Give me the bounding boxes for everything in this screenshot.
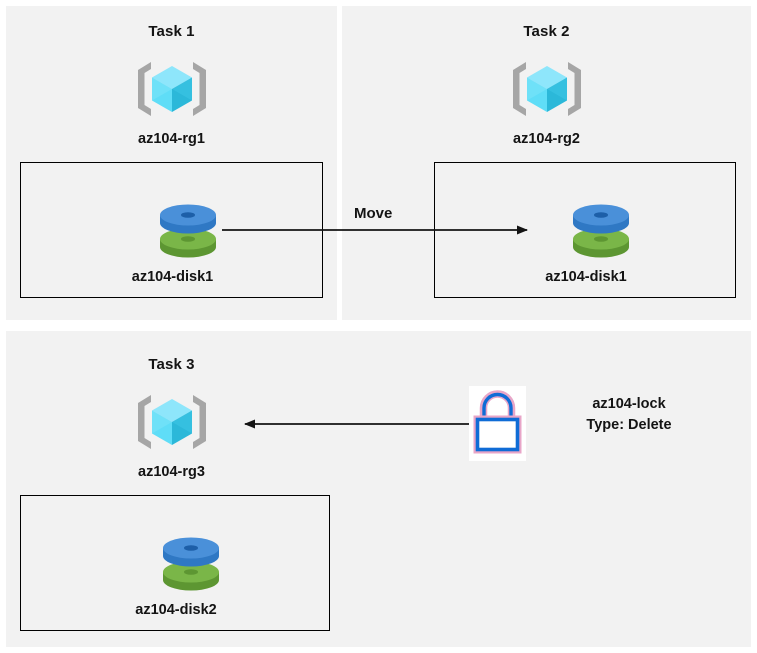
lock-connector-arrow xyxy=(244,419,472,429)
lock-type: Type: Delete xyxy=(586,417,672,433)
task-3-resource-group-label: az104-rg3 xyxy=(138,464,205,480)
resource-group-icon xyxy=(506,57,588,126)
task-1-resource-group-label: az104-rg1 xyxy=(138,131,205,147)
resource-group-icon xyxy=(131,390,213,459)
panel-task-1: Task 1 az104-rg1 xyxy=(6,6,337,320)
move-connector-arrow xyxy=(222,225,528,235)
managed-disk-icon xyxy=(569,203,633,266)
move-connector-label: Move xyxy=(354,205,393,222)
managed-disk-icon xyxy=(159,536,223,599)
task-1-title: Task 1 xyxy=(148,23,195,40)
lock-text-block: az104-lock Type: Delete xyxy=(539,394,719,436)
task-2-resource-label: az104-disk1 xyxy=(545,269,627,285)
task-1-resource-label: az104-disk1 xyxy=(131,269,214,285)
task-2-resource-group-label: az104-rg2 xyxy=(513,131,580,147)
task-3-resource-box: az104-disk2 xyxy=(20,495,330,631)
task-3-resource-label: az104-disk2 xyxy=(135,602,217,618)
lock-name: az104-lock xyxy=(592,396,666,412)
task-3-title: Task 3 xyxy=(148,356,195,373)
panel-task-3: Task 3 az104-rg3 xyxy=(6,331,751,647)
task-2-title: Task 2 xyxy=(523,23,570,40)
panel-task-2: Task 2 az104-rg2 xyxy=(342,6,751,320)
padlock-icon xyxy=(469,386,526,461)
resource-group-icon xyxy=(131,57,213,126)
managed-disk-icon xyxy=(156,203,220,266)
task-1-resource-box: az104-disk1 xyxy=(20,162,323,298)
